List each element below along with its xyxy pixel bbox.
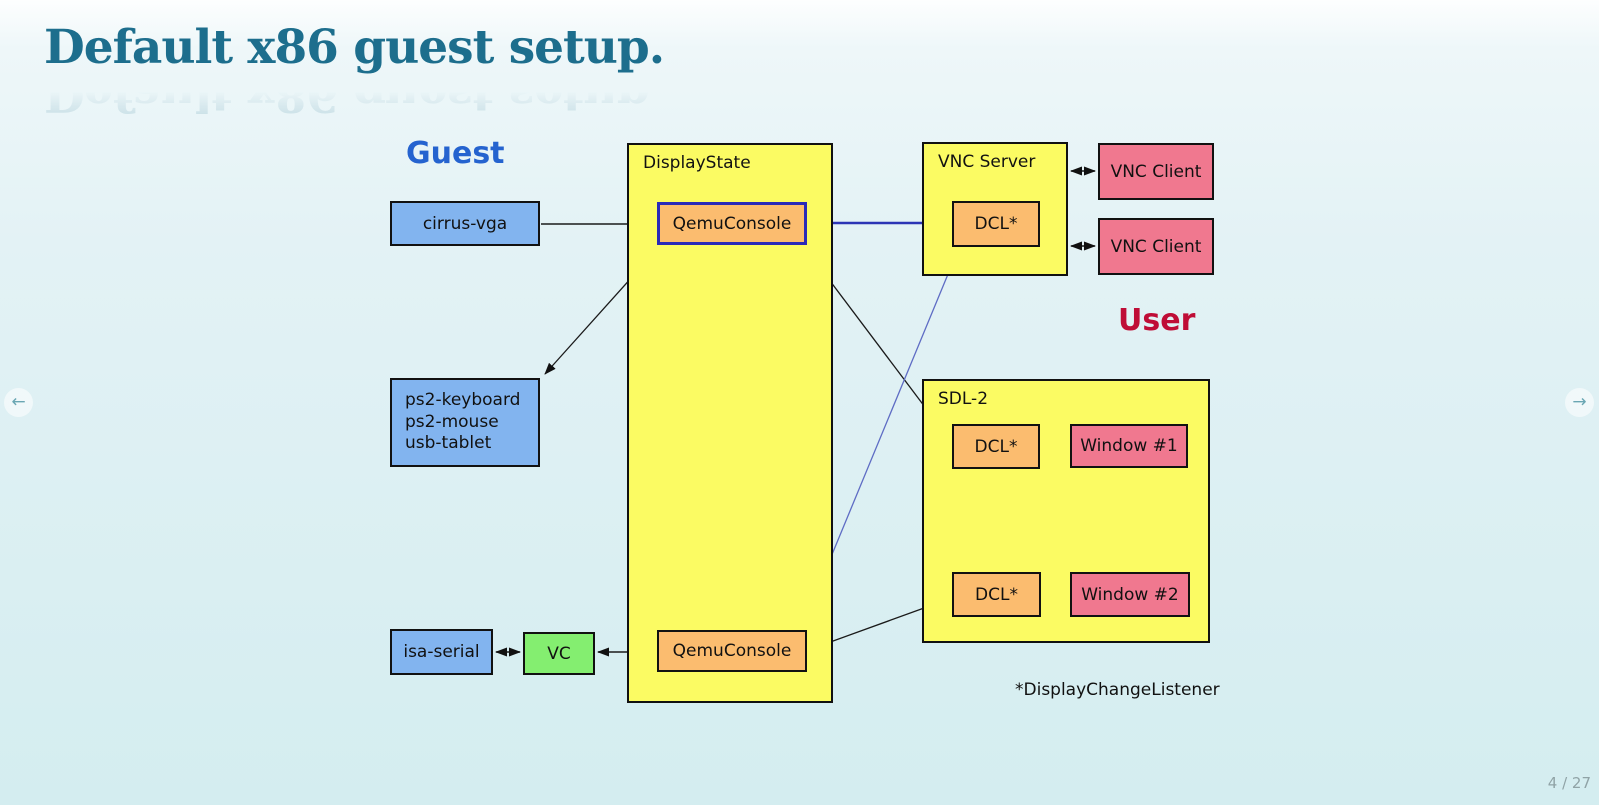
node-vnc-client-1: VNC Client xyxy=(1098,143,1214,200)
input-device-line: ps2-keyboard xyxy=(405,390,521,411)
node-isa-serial: isa-serial xyxy=(390,629,493,675)
sdl2-label: SDL-2 xyxy=(938,389,989,409)
input-device-line: usb-tablet xyxy=(405,433,492,454)
node-vc: VC xyxy=(523,632,595,675)
node-window-1: Window #1 xyxy=(1070,424,1188,468)
node-sdl-dcl-1: DCL* xyxy=(952,424,1040,469)
arrow-left-icon: ← xyxy=(11,392,26,412)
input-device-line: ps2-mouse xyxy=(405,411,499,432)
node-qemuconsole-bottom: QemuConsole xyxy=(657,630,807,672)
vnc-server-label: VNC Server xyxy=(938,152,1036,172)
node-vnc-dcl: DCL* xyxy=(952,201,1040,247)
node-sdl-dcl-2: DCL* xyxy=(952,572,1041,617)
node-input-devices: ps2-keyboard ps2-mouse usb-tablet xyxy=(390,378,540,467)
prev-slide-button[interactable]: ← xyxy=(4,388,33,417)
next-slide-button[interactable]: → xyxy=(1565,388,1594,417)
node-qemuconsole-top: QemuConsole xyxy=(657,202,807,245)
user-section-label: User xyxy=(1118,303,1196,338)
footnote-displaychangelistener: *DisplayChangeListener xyxy=(1015,680,1220,700)
title-area: Default x86 guest setup. Default x86 gue… xyxy=(44,20,665,122)
page-title: Default x86 guest setup. xyxy=(44,20,665,75)
guest-section-label: Guest xyxy=(406,136,505,171)
node-window-2: Window #2 xyxy=(1070,572,1190,617)
page-number: 4 / 27 xyxy=(1547,774,1591,792)
page-title-reflection: Default x86 guest setup. xyxy=(44,66,665,122)
node-cirrus-vga: cirrus-vga xyxy=(390,201,540,246)
arrow-right-icon: → xyxy=(1572,392,1587,412)
node-vnc-client-2: VNC Client xyxy=(1098,218,1214,275)
displaystate-label: DisplayState xyxy=(643,153,751,173)
